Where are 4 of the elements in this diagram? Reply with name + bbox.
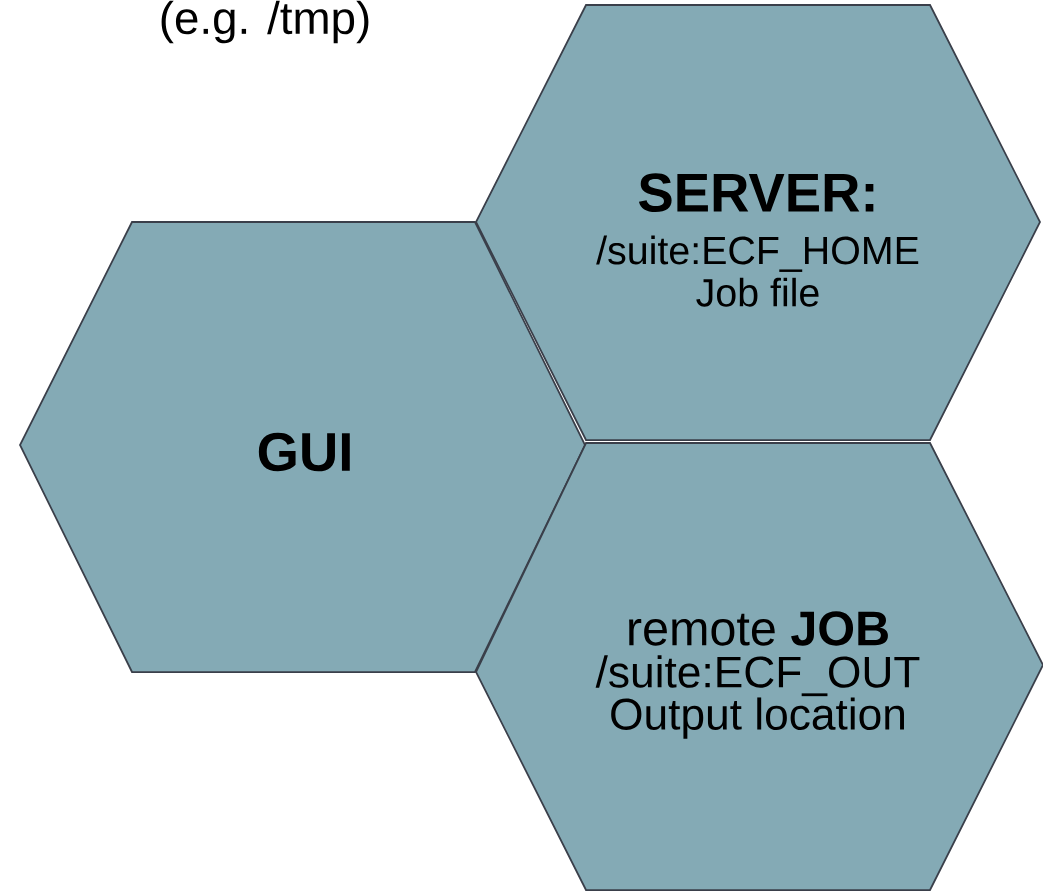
note-text: (e.g. /tmp) — [161, 0, 369, 44]
hexagon: GUI — [19, 221, 586, 673]
hexagon: remote JOB /suite:ECF_OUT Output location — [475, 442, 1043, 891]
hexagon: SERVER: /suite:ECF_HOME Job file — [475, 4, 1041, 441]
